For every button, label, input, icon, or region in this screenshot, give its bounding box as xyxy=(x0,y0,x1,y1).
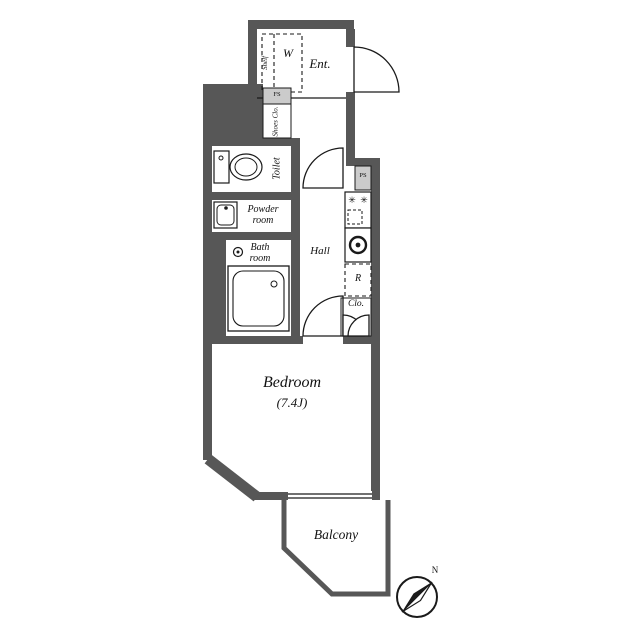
toilet-tank xyxy=(213,150,230,184)
wall-powder-bath xyxy=(203,232,300,240)
bedroom-door-arc xyxy=(302,295,344,337)
refrigerator-space-box xyxy=(344,263,372,297)
fs-label: FS xyxy=(273,91,281,98)
closet-label: Clo. xyxy=(347,299,365,309)
bathtub-inner xyxy=(232,270,285,327)
shower-ring xyxy=(232,246,244,258)
burner-icon: ✳ xyxy=(360,195,368,205)
entrance-door-arc xyxy=(353,46,400,93)
sink-icon xyxy=(213,201,238,229)
toilet-icon xyxy=(213,150,263,184)
ps-box xyxy=(354,165,372,191)
wall-bath-left xyxy=(212,240,226,340)
wall-hall-left xyxy=(291,146,300,336)
wall-chamfer xyxy=(204,454,261,502)
shower-dot xyxy=(236,250,240,254)
burner-unit-inner xyxy=(347,209,363,225)
wall-left-outer xyxy=(203,146,212,460)
wall-bedroom-top-left xyxy=(203,336,303,344)
bathtub-drain xyxy=(270,280,278,288)
hall-label: Hall xyxy=(310,245,330,257)
wall-toilet-top xyxy=(203,138,300,146)
sink-outer xyxy=(213,201,238,229)
wall-ent-right-upper xyxy=(346,29,355,47)
wall-bedroom-top-right xyxy=(343,336,380,344)
balcony-window-icon xyxy=(288,491,372,501)
bedroom-label: Bedroom xyxy=(262,374,322,391)
bath-room-label: Bath room xyxy=(249,242,271,264)
kitchenette xyxy=(340,191,372,337)
toilet-label: Toilet xyxy=(271,157,283,180)
shoes-closet-label: Shoes Clo. xyxy=(271,106,280,137)
wall-ent-left xyxy=(248,20,257,98)
w-shelf-box xyxy=(261,33,303,93)
powder-room-label: Powder room xyxy=(247,204,279,226)
burner-icon: ✳ xyxy=(348,195,356,205)
compass-icon xyxy=(396,576,438,618)
toilet-faucet xyxy=(218,155,224,161)
balcony-label: Balcony xyxy=(313,527,359,542)
closet-box xyxy=(340,297,372,337)
entrance-label: Ent. xyxy=(309,56,331,71)
compass-needle-light xyxy=(401,581,433,613)
bathtub-outer xyxy=(227,265,290,332)
toilet-seat xyxy=(234,157,258,177)
shoes-closet-box xyxy=(262,103,292,139)
w-box-label: W xyxy=(283,46,293,60)
wall-ent-top xyxy=(248,20,354,29)
sink-faucet xyxy=(224,206,228,210)
hall-door-arc xyxy=(302,147,344,189)
sink-basin xyxy=(216,204,235,226)
round-sink-dot xyxy=(355,242,361,248)
wall-corridor-right xyxy=(346,92,355,166)
round-sink-ring xyxy=(348,235,368,255)
shower-icon xyxy=(232,246,244,258)
shelf-label: Shelf xyxy=(261,56,269,70)
north-label: N xyxy=(431,565,439,575)
door-arcs xyxy=(302,46,400,337)
window-gap xyxy=(288,491,372,501)
refrigerator-label: R xyxy=(354,273,362,284)
wall-toilet-powder xyxy=(203,192,300,200)
wall-block-topleft xyxy=(203,84,263,146)
wall-step-top xyxy=(346,158,380,166)
ps-label: PS xyxy=(359,172,367,179)
wall-right-outer xyxy=(371,158,380,500)
bedroom-size-label: (7.4J) xyxy=(276,395,308,410)
bathtub-icon xyxy=(227,265,290,332)
balcony-outline xyxy=(281,500,391,597)
